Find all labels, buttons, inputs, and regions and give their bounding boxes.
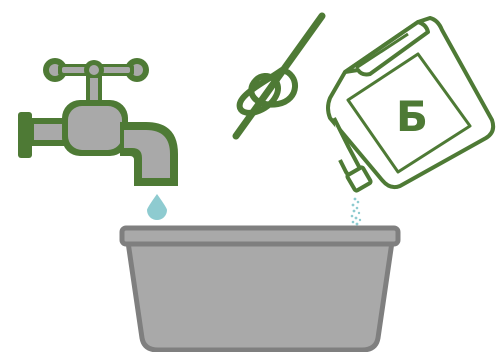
basin-icon — [122, 228, 398, 350]
canister-label: Б — [396, 92, 428, 141]
canister-icon: Б — [328, 18, 493, 191]
water-tap-icon — [18, 58, 178, 186]
powder-stream-icon — [351, 198, 361, 229]
paddle-mixer-icon — [236, 16, 322, 136]
water-drop-icon — [147, 194, 167, 220]
